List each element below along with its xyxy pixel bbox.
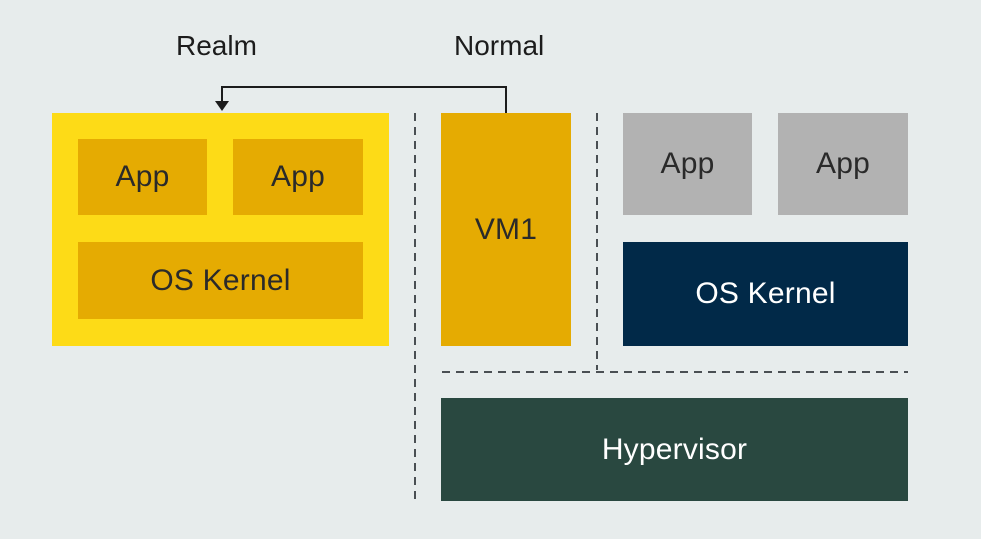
normal-label: Normal [454, 30, 545, 61]
realm-os-kernel: OS Kernel [78, 242, 363, 319]
normal-app-1: App [623, 113, 752, 215]
normal-app-2: App [778, 113, 908, 215]
hypervisor-box: Hypervisor [441, 398, 908, 501]
arrowhead-icon [215, 101, 229, 111]
realm-app-1: App [78, 139, 207, 215]
vm-to-realm-connector [221, 86, 507, 113]
realm-label: Realm [176, 30, 257, 61]
realm-app-2: App [233, 139, 363, 215]
vm1-box: VM1 [441, 113, 571, 346]
normal-os-kernel: OS Kernel [623, 242, 908, 346]
